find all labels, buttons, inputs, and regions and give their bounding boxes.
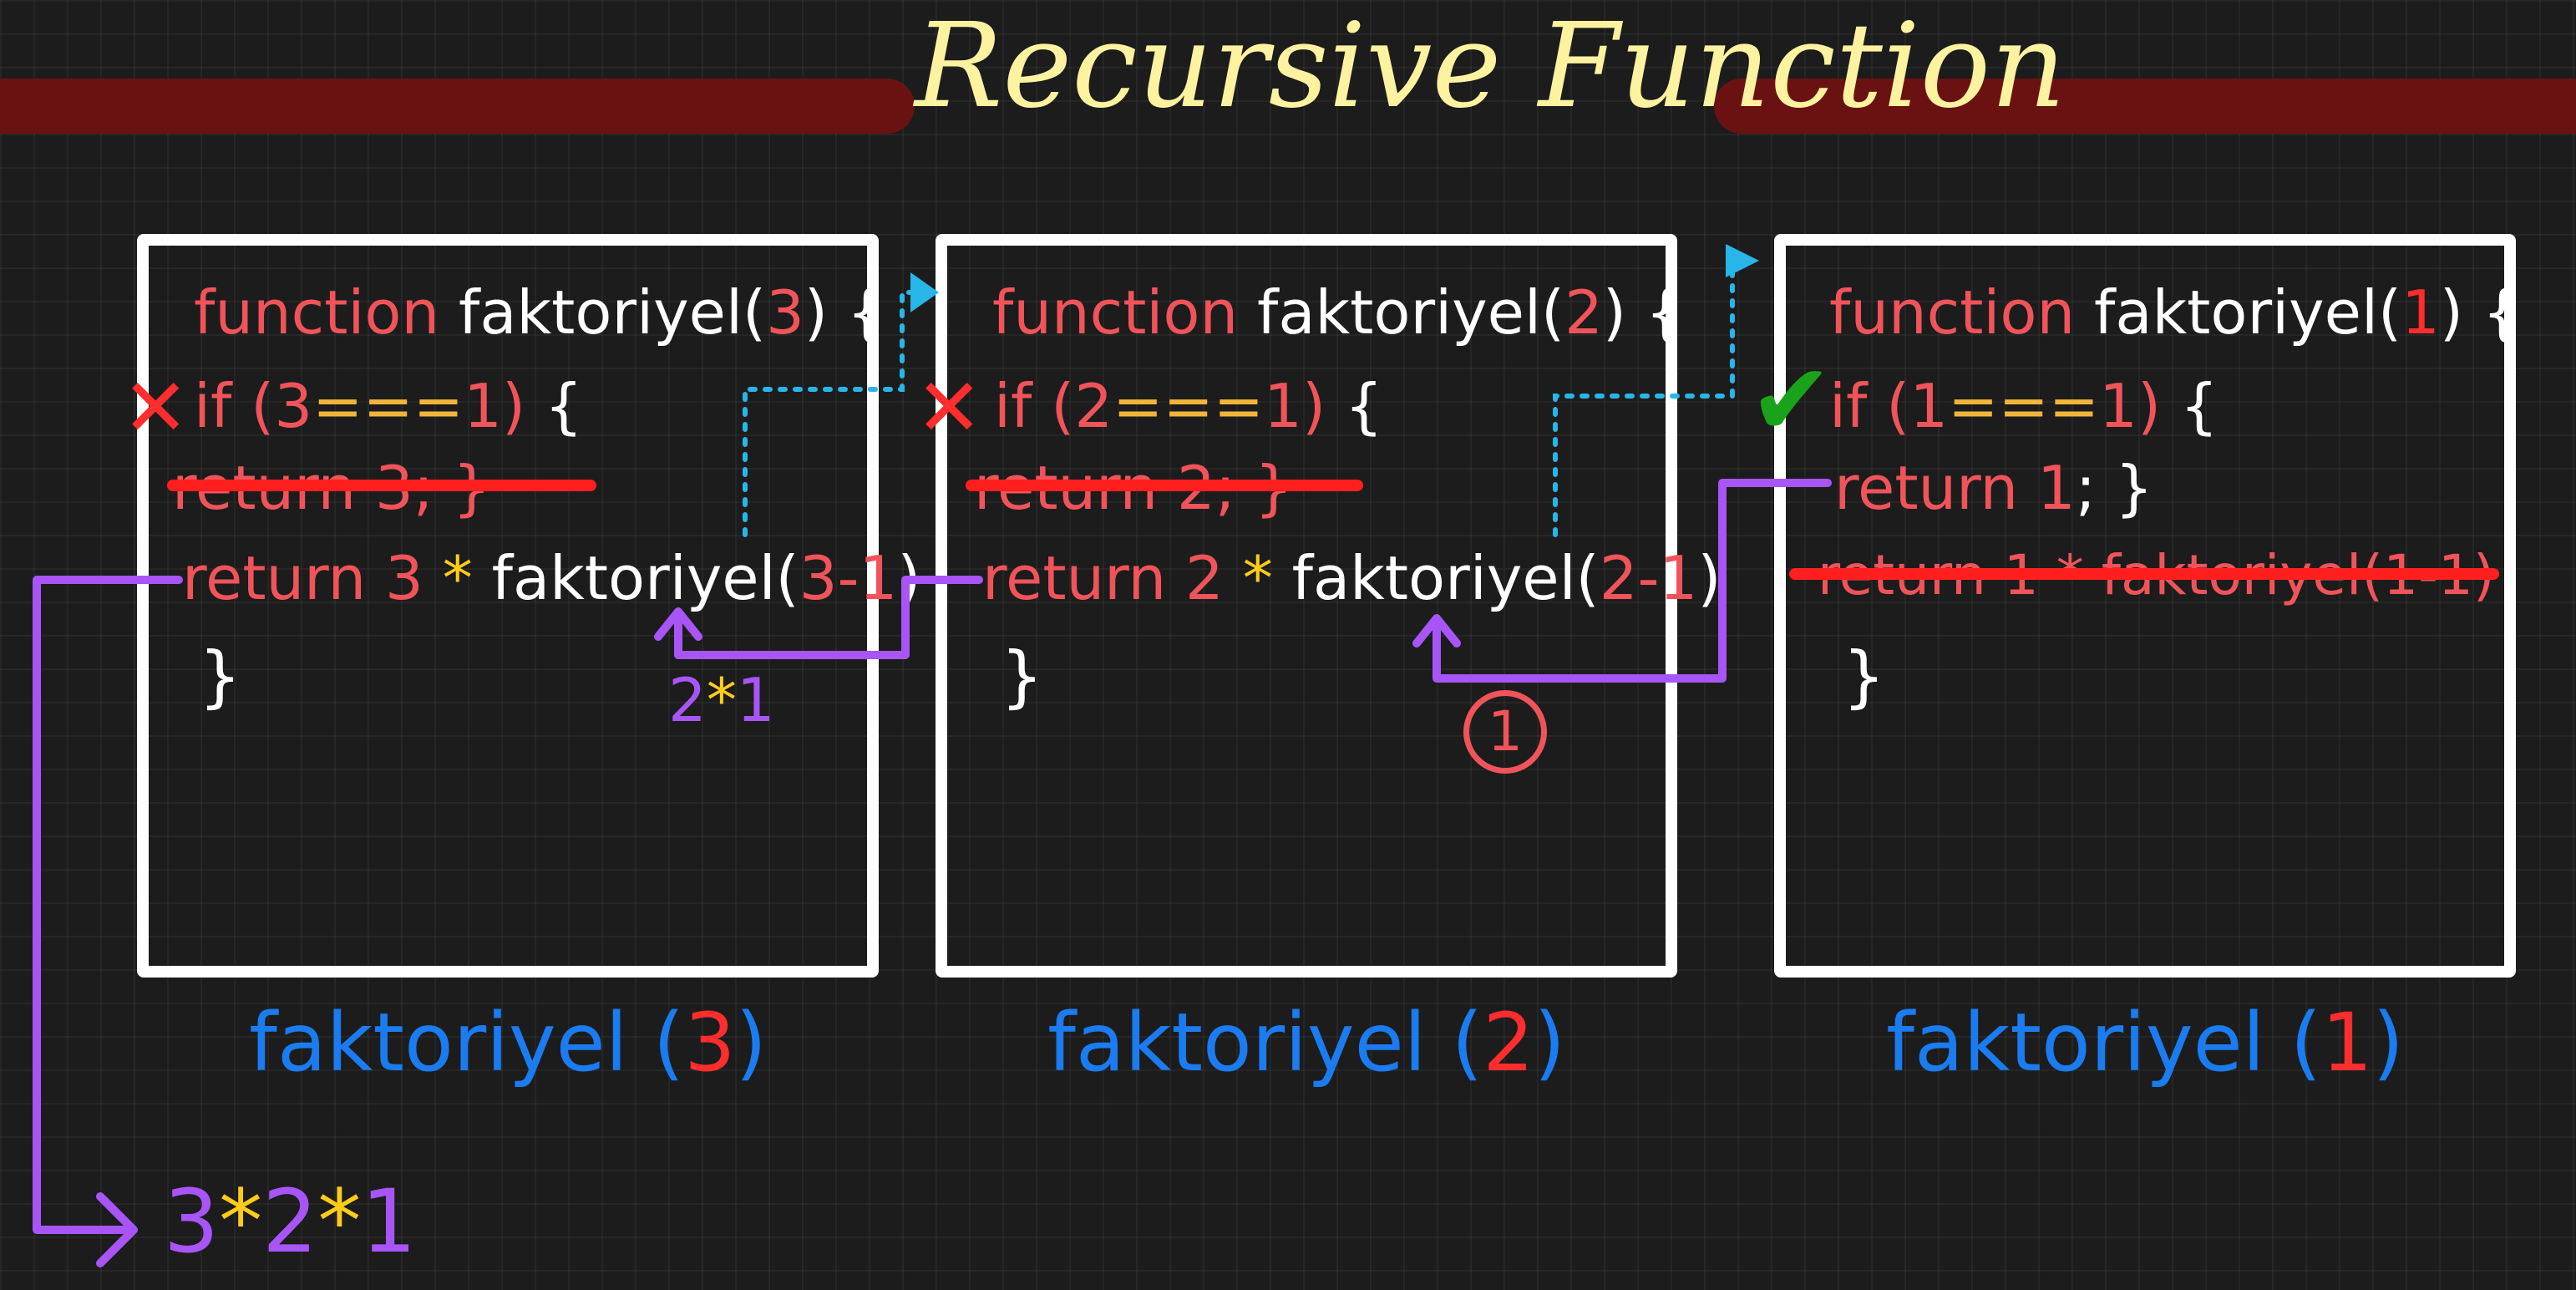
if-condition: if (3===1) { xyxy=(194,371,583,441)
call-arrow-icon xyxy=(910,272,939,312)
strike-line xyxy=(1789,568,2499,580)
title-banner-left xyxy=(0,79,915,134)
call-arrow-icon xyxy=(1726,244,1759,277)
function-header: function faktoriyel(3) { xyxy=(194,282,885,343)
function-arg: 3 xyxy=(766,277,804,348)
step-badge: 1 xyxy=(1463,690,1547,774)
star-operator: * xyxy=(442,543,473,613)
function-arg: 1 xyxy=(2401,277,2440,348)
strict-equal-operator: === xyxy=(1113,371,1265,441)
strict-equal-operator: === xyxy=(1948,371,2100,441)
closing-brace: } xyxy=(1843,637,1885,715)
if-condition: if (2===1) { xyxy=(994,371,1383,441)
recursive-return: return 2 * faktoriyel(2-1) xyxy=(982,543,1722,613)
caption-faktoriyel-1: faktoriyel (1) xyxy=(1886,996,2404,1089)
function-keyword: function xyxy=(1829,277,2076,348)
caption-faktoriyel-2: faktoriyel (2) xyxy=(1047,996,1565,1089)
base-return: return 1; } xyxy=(1834,453,2153,523)
function-header: function faktoriyel(2) { xyxy=(992,282,1684,343)
checkmark-icon: ✔ xyxy=(1749,343,1833,459)
star-operator: * xyxy=(317,1171,362,1272)
cross-icon: ✕ xyxy=(915,361,983,455)
caption-faktoriyel-3: faktoriyel (3) xyxy=(249,996,767,1089)
function-arg: 2 xyxy=(1564,277,1603,348)
strike-line xyxy=(966,480,1363,491)
function-name: faktoriyel(3) { xyxy=(459,277,885,348)
closing-brace: } xyxy=(199,637,241,715)
cross-icon: ✕ xyxy=(122,361,190,455)
page-title: Recursive Function xyxy=(915,0,2066,135)
strike-line xyxy=(167,480,596,491)
if-condition: if (1===1) { xyxy=(1829,371,2219,441)
function-name: faktoriyel(2) { xyxy=(1257,277,1684,348)
closing-brace: } xyxy=(1001,637,1043,715)
star-operator: * xyxy=(706,665,737,735)
function-keyword: function xyxy=(194,277,440,348)
function-keyword: function xyxy=(992,277,1239,348)
function-header: function faktoriyel(1) { xyxy=(1829,282,2521,343)
star-operator: * xyxy=(219,1171,263,1272)
partial-result: 2*1 xyxy=(668,665,775,735)
star-operator: * xyxy=(1242,543,1273,613)
function-name: faktoriyel(1) { xyxy=(2094,277,2521,348)
title-banner-right xyxy=(1714,79,2576,134)
recursive-return: return 3 * faktoriyel(3-1) xyxy=(182,543,921,613)
return-arrow-icon xyxy=(96,1192,138,1267)
final-result: 3*2*1 xyxy=(164,1171,417,1272)
strict-equal-operator: === xyxy=(312,371,464,441)
